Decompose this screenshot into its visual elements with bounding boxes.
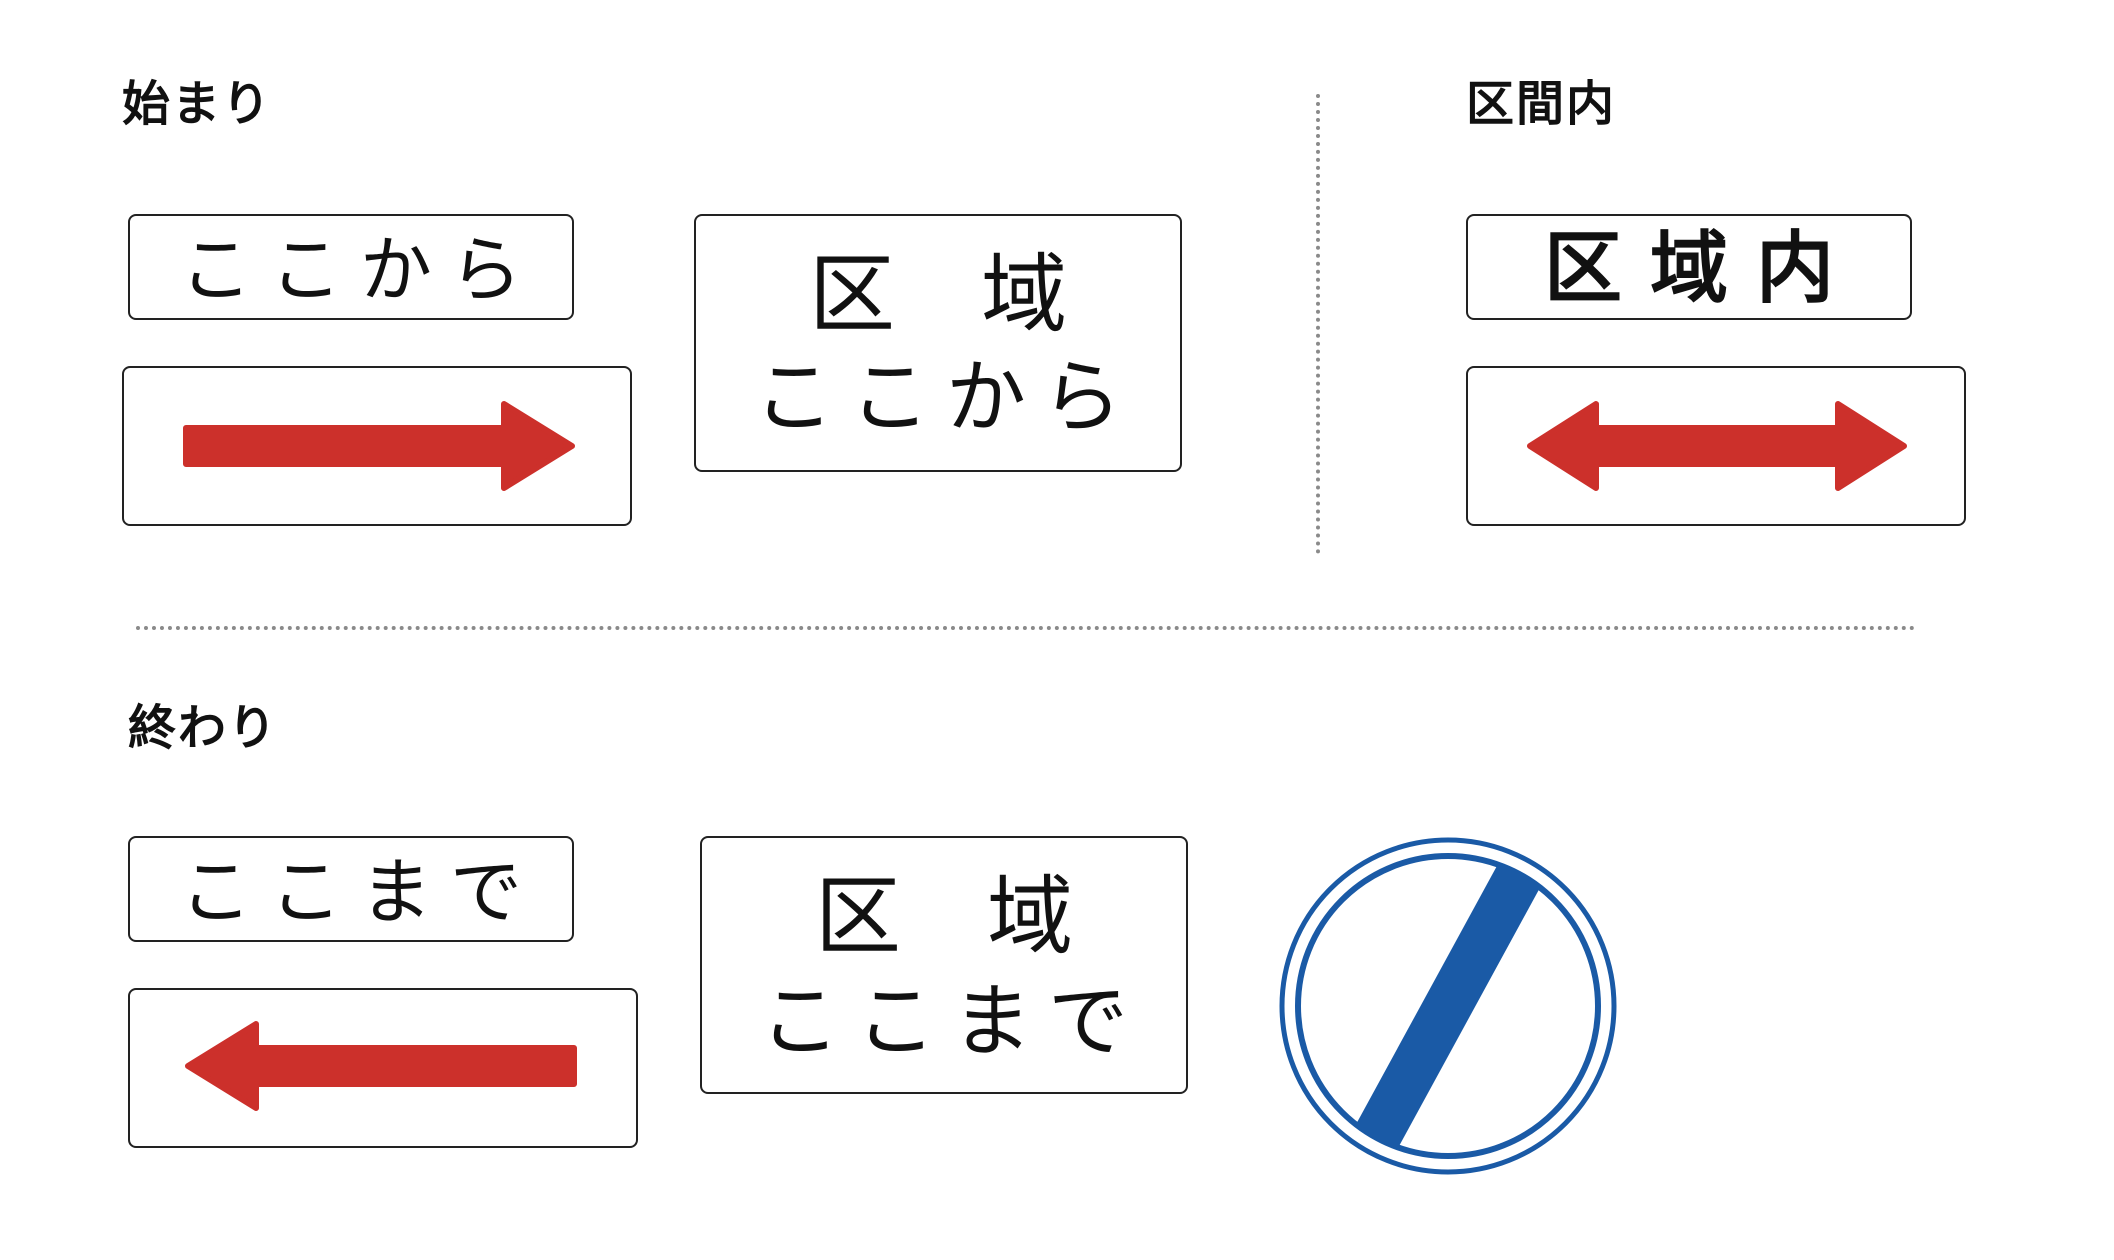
end-of-zone-sign-icon: [1279, 837, 1617, 1175]
sign-end-small: ここまで: [128, 836, 574, 942]
sign-start-small-text: ここから: [179, 228, 540, 312]
horizontal-divider: [136, 626, 1916, 630]
sign-end-arrow: [128, 988, 638, 1148]
section-title-inside: 区間内: [1466, 76, 1617, 132]
sign-inside-small-text: 区域内: [1543, 224, 1862, 314]
arrow-right-icon: [183, 401, 575, 491]
arrow-left-icon: [185, 1021, 577, 1111]
section-title-start: 始まり: [122, 76, 273, 132]
vertical-divider: [1316, 94, 1320, 554]
sign-inside-arrow: [1466, 366, 1966, 526]
sign-start-arrow: [122, 366, 632, 526]
sign-start-big-line2: ここから: [754, 351, 1138, 444]
sign-inside-small: 区域内: [1466, 214, 1912, 320]
double-arrow-icon: [1527, 401, 1907, 491]
sign-start-big-line1: 区 域: [809, 245, 1067, 345]
sign-end-big-line1: 区 域: [815, 867, 1073, 967]
sign-start-big: 区 域 ここから: [694, 214, 1182, 472]
sign-end-big-line2: ここまで: [760, 975, 1144, 1068]
sign-start-small: ここから: [128, 214, 574, 320]
sign-end-small-text: ここまで: [179, 850, 540, 934]
sign-end-big: 区 域 ここまで: [700, 836, 1188, 1094]
section-title-end: 終わり: [128, 700, 279, 756]
